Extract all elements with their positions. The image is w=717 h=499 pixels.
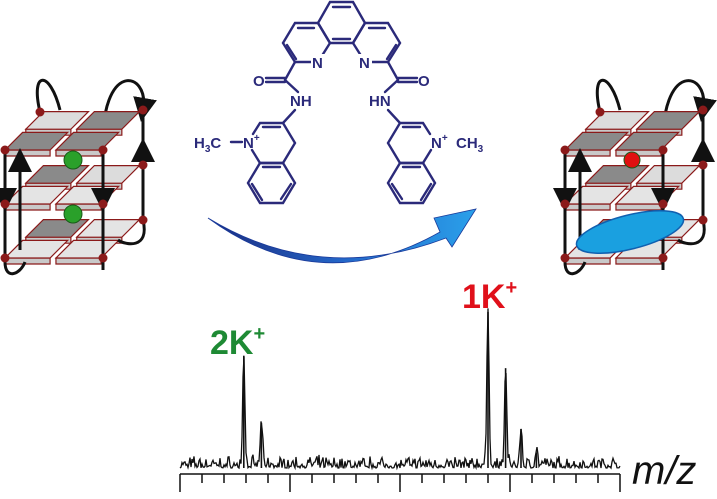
phosphate-node bbox=[595, 107, 605, 117]
phosphate-node bbox=[98, 145, 108, 155]
potassium-cation bbox=[63, 204, 83, 224]
guanine-plate-edge bbox=[4, 257, 51, 265]
bound-ligand-disc bbox=[575, 210, 685, 254]
phosphate-node bbox=[35, 107, 45, 117]
guanine-plate-edge bbox=[55, 257, 102, 265]
label-one-potassium: 1K+ bbox=[462, 277, 517, 316]
phosphate-node bbox=[98, 199, 108, 209]
right-amide-hn: HN bbox=[369, 93, 391, 110]
guanine-plate-edge bbox=[564, 257, 611, 265]
phosphate-node bbox=[698, 215, 708, 225]
phosphate-node bbox=[138, 105, 148, 115]
right-quinolinium bbox=[386, 121, 437, 205]
phosphate-node bbox=[0, 199, 10, 209]
phosphate-node bbox=[0, 145, 10, 155]
right-methyl: CH3 bbox=[456, 135, 484, 155]
g-quadruplex-two-cations bbox=[0, 78, 157, 276]
loop-strand bbox=[595, 78, 622, 113]
left-amide-nh: NH bbox=[290, 93, 312, 110]
guanine-plate bbox=[24, 219, 90, 238]
phosphate-node bbox=[698, 105, 708, 115]
phosphate-node bbox=[0, 253, 10, 263]
guanine-plate-edge bbox=[564, 203, 611, 211]
left-methyl: H3C bbox=[194, 135, 221, 155]
left-quinolinium bbox=[229, 121, 297, 205]
mass-spectrum bbox=[179, 308, 621, 492]
right-ring-nitrogen: N bbox=[359, 55, 370, 72]
right-quaternary-nitrogen: N+ bbox=[431, 133, 448, 152]
guanine-plate bbox=[3, 131, 70, 151]
phosphate-node bbox=[98, 253, 108, 263]
g-quadruplex-one-cation-ligand bbox=[553, 78, 717, 276]
left-ring-nitrogen: N bbox=[312, 55, 323, 72]
axis-label-mz: m/z bbox=[632, 449, 696, 493]
guanine-plate-edge bbox=[615, 257, 662, 265]
phosphate-node bbox=[658, 145, 668, 155]
left-quaternary-nitrogen: N+ bbox=[243, 133, 260, 152]
phosphate-node bbox=[560, 145, 570, 155]
potassium-cation bbox=[623, 151, 641, 169]
left-carbonyl-oxygen: O bbox=[253, 73, 265, 90]
guanine-plate-edge bbox=[615, 203, 662, 211]
guanine-plate bbox=[563, 131, 630, 151]
guanine-plate bbox=[24, 165, 90, 184]
phosphate-node bbox=[138, 215, 148, 225]
loop-strand bbox=[117, 219, 146, 246]
binding-arrow bbox=[207, 208, 477, 264]
phosphate-node bbox=[658, 253, 668, 263]
guanine-plate-edge bbox=[4, 203, 51, 211]
loop-strand bbox=[35, 78, 62, 113]
phosphate-node bbox=[698, 160, 708, 170]
phosphate-node bbox=[658, 199, 668, 209]
phosphate-node bbox=[138, 160, 148, 170]
phenanthroline-core bbox=[281, 0, 402, 64]
loop-strand bbox=[677, 219, 706, 246]
ligand-molecule: N N O NH O HN H3C N+ N+ bbox=[194, 0, 484, 205]
guanine-plate-edge bbox=[564, 149, 611, 157]
label-two-potassium: 2K+ bbox=[210, 323, 265, 362]
spectrum-trace bbox=[179, 308, 621, 471]
right-carbonyl-oxygen: O bbox=[418, 73, 430, 90]
phosphate-node bbox=[560, 253, 570, 263]
guanine-plate-edge bbox=[4, 149, 51, 157]
potassium-cation bbox=[63, 150, 83, 170]
phosphate-node bbox=[560, 199, 570, 209]
guanine-plate bbox=[584, 165, 650, 184]
